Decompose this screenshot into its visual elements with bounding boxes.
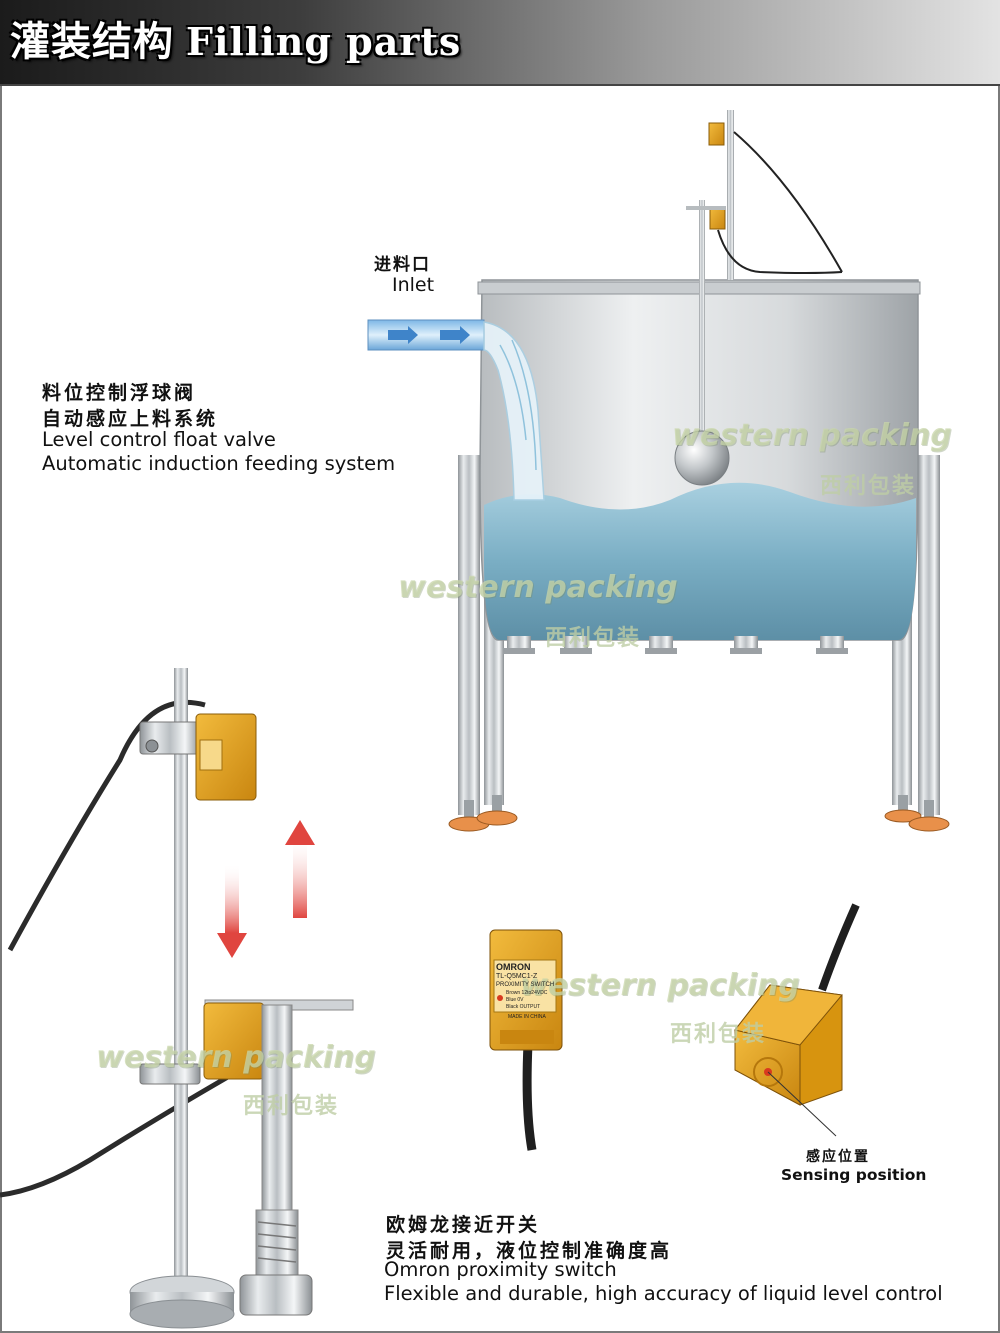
title-cn: 灌装结构: [10, 18, 174, 65]
sensor-made: MADE IN CHINA: [508, 1014, 546, 1020]
title-en: Filling parts: [186, 19, 462, 64]
sensing-label-cn: 感应位置: [806, 1149, 870, 1165]
float-valve-title-cn: 料位控制浮球阀: [42, 382, 197, 404]
lower-sensor: [709, 206, 726, 230]
inlet-label-en: Inlet: [392, 274, 435, 296]
omron-title-cn: 欧姆龙接近开关: [386, 1214, 541, 1236]
omron-sensor-angled: [734, 903, 860, 1137]
omron-sensor-front: [489, 929, 563, 1151]
omron-title-en: Omron proximity switch: [384, 1258, 617, 1281]
omron-cable: [522, 1043, 537, 1151]
tank-leg: [458, 455, 480, 815]
header-banner: 灌装结构 Filling parts: [0, 0, 1000, 86]
upper-sensor: [708, 122, 725, 146]
sensing-face: [753, 1057, 783, 1087]
watermark-en: western packing: [672, 418, 952, 453]
level-switch-assembly: [0, 668, 354, 1329]
sensor-wire-blue: Blue 0V: [506, 997, 524, 1003]
upper-level-sensor: [195, 713, 257, 801]
move-down-arrow: [217, 865, 247, 958]
water-stream: [483, 321, 545, 501]
main-rod: [174, 668, 188, 1288]
sensor-brand: OMRON: [496, 962, 531, 972]
watermark-en: western packing: [96, 1040, 376, 1075]
sensing-leader-line: [767, 1071, 837, 1137]
omron-subtitle-en: Flexible and durable, high accuracy of l…: [384, 1282, 943, 1305]
watermark-cn: 西利包装: [670, 1022, 767, 1047]
sensing-label-en: Sensing position: [781, 1166, 927, 1184]
float-valve-subtitle-cn: 自动感应上料系统: [42, 408, 219, 430]
watermark-en: western packing: [398, 570, 678, 605]
watermark-cn: 西利包装: [243, 1094, 340, 1119]
tank-leg: [892, 600, 912, 805]
sensor-wire-brown: Brown 12to24VDC: [506, 990, 548, 996]
hex-nut: [239, 1274, 313, 1316]
float-valve-title-en: Level control float valve: [42, 428, 276, 451]
tank-liquid: [484, 482, 916, 640]
lower-clamp: [139, 1063, 201, 1085]
float-valve-subtitle-en: Automatic induction feeding system: [42, 452, 396, 475]
watermark-en: western packing: [520, 968, 800, 1003]
sensor-type: PROXIMITY SWITCH: [496, 982, 555, 988]
inlet-flow-arrow: [440, 326, 470, 344]
watermark-cn: 西利包装: [820, 474, 917, 499]
tank-feet: [448, 795, 950, 832]
tank-outlets: [503, 636, 848, 654]
tank-leg: [918, 455, 940, 815]
watermark-cn: 西利包装: [545, 626, 642, 651]
rod-thread: [257, 1221, 297, 1263]
move-up-arrow: [285, 820, 315, 918]
tank-assembly: [367, 110, 950, 832]
page-title: 灌装结构 Filling parts: [10, 16, 461, 68]
sensor-post: [727, 110, 734, 280]
sensor-model: TL-Q5MC1-Z: [496, 973, 538, 980]
float-rod: [699, 200, 705, 455]
sensor-wire-black: Black OUTPUT: [506, 1004, 541, 1010]
omron-subtitle-cn: 灵活耐用，液位控制准确度高: [386, 1240, 673, 1262]
tank-leg: [484, 600, 504, 805]
sensor-cable: [733, 131, 843, 273]
threaded-rod: [261, 1004, 293, 1216]
inlet-flow-arrow: [388, 326, 418, 344]
inlet-label-cn: 进料口: [374, 255, 431, 275]
switch-cable: [7, 699, 206, 952]
float-ball: [674, 430, 730, 486]
